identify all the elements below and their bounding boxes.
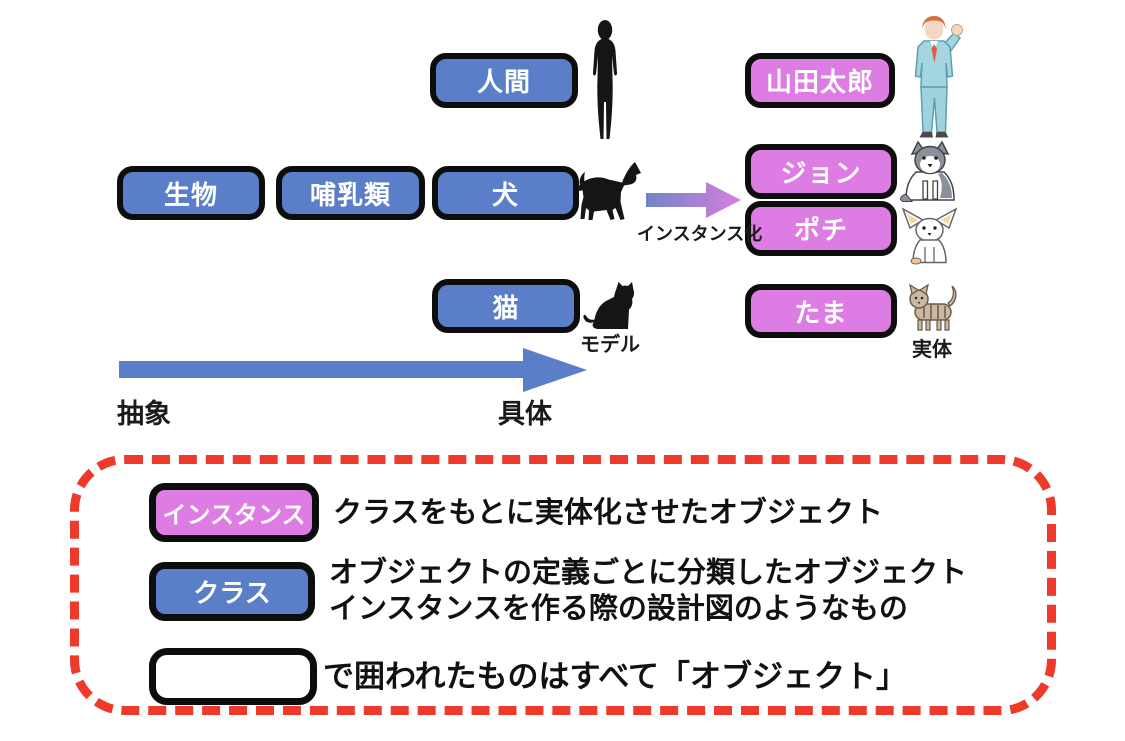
class-box-dog-label: 犬	[491, 179, 519, 210]
legend-instance-box: インスタンス	[149, 483, 319, 542]
class-box-human: 人間	[430, 53, 578, 108]
class-box-cat: 猫	[432, 279, 580, 333]
instance-box-pochi-label: ポチ	[793, 215, 848, 245]
abstract-axis-label: 抽象	[117, 399, 171, 429]
instance-box-john: ジョン	[745, 144, 897, 199]
class-box-mammal: 哺乳類	[276, 166, 425, 220]
instance-box-tama: たま	[745, 284, 897, 338]
model-label: モデル	[580, 334, 640, 356]
legend-row-object: で囲われたものはすべて「オブジェクト」	[149, 648, 907, 705]
instance-box-yamada-label: 山田太郎	[765, 67, 874, 97]
legend-object-box	[149, 648, 317, 705]
class-box-organism: 生物	[117, 166, 265, 220]
instantiation-label: インスタンス化	[637, 224, 763, 244]
dog-silhouette-icon	[577, 162, 647, 226]
legend-instance-description: クラスをもとに実体化させたオブジェクト	[333, 496, 883, 529]
entity-label: 実体	[912, 339, 952, 361]
instance-box-tama-label: たま	[794, 297, 848, 328]
tabby-cat-illustration	[906, 282, 960, 332]
instance-box-yamada: 山田太郎	[745, 53, 895, 108]
instance-box-pochi: ポチ	[745, 201, 897, 256]
cat-silhouette-icon	[582, 280, 634, 332]
legend-panel: インスタンス クラスをもとに実体化させたオブジェクト クラス オブジェクトの定義…	[70, 455, 1056, 715]
legend-row-instance: インスタンス クラスをもとに実体化させたオブジェクト	[149, 483, 883, 542]
legend-object-description: で囲われたものはすべて「オブジェクト」	[323, 658, 908, 694]
human-silhouette-icon	[584, 20, 626, 142]
legend-class-description-line2: インスタンスを作る際の設計図のようなもの	[329, 593, 908, 625]
legend-class-box: クラス	[149, 561, 315, 621]
concrete-axis-label: 具体	[498, 399, 552, 429]
legend-instance-box-label: インスタンス	[162, 502, 306, 529]
abstract-concrete-arrow	[119, 347, 587, 393]
instance-box-john-label: ジョン	[780, 158, 862, 188]
chihuahua-dog-illustration	[901, 207, 958, 265]
legend-class-description: オブジェクトの定義ごとに分類したオブジェクト インスタンスを作る際の設計図のよう…	[329, 555, 967, 627]
legend-row-class: クラス オブジェクトの定義ごとに分類したオブジェクト インスタンスを作る際の設計…	[149, 553, 967, 629]
husky-dog-illustration	[898, 141, 962, 203]
man-illustration	[900, 14, 968, 141]
class-box-cat-label: 猫	[492, 292, 520, 323]
class-box-human-label: 人間	[476, 67, 531, 97]
class-box-organism-label: 生物	[163, 179, 218, 210]
instantiation-arrow	[646, 180, 741, 220]
legend-class-box-label: クラス	[193, 577, 271, 608]
legend-class-description-line1: オブジェクトの定義ごとに分類したオブジェクト	[329, 557, 968, 589]
class-box-mammal-label: 哺乳類	[309, 179, 391, 210]
class-box-dog: 犬	[432, 166, 579, 220]
